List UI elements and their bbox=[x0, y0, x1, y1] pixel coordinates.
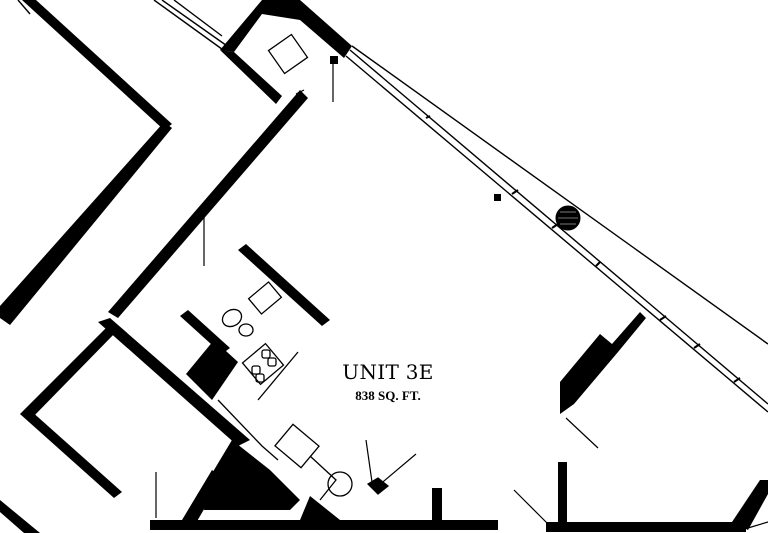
wall-upper-left-diagonal bbox=[22, 0, 172, 130]
wall-door-stub bbox=[330, 56, 338, 64]
window-long-a bbox=[345, 55, 768, 413]
mullion-2 bbox=[511, 189, 519, 195]
stove bbox=[241, 342, 285, 386]
exterior-walls bbox=[0, 0, 172, 533]
window-long-c bbox=[351, 45, 768, 345]
wall-right-bottom bbox=[546, 522, 746, 532]
wall-lower-room-left bbox=[20, 324, 118, 420]
kitchen-counter-edge bbox=[217, 399, 279, 461]
door-bottom-center bbox=[513, 489, 549, 525]
mullion-7 bbox=[733, 377, 741, 383]
washer-circle bbox=[327, 471, 353, 497]
wall-left-v-lower bbox=[0, 122, 172, 325]
mullion-6 bbox=[693, 343, 701, 349]
wall-right-post bbox=[558, 462, 567, 524]
closet-box bbox=[267, 33, 309, 75]
wall-right-corner bbox=[732, 480, 768, 530]
wall-bottom-base bbox=[150, 520, 498, 530]
door-bottom-right bbox=[747, 521, 768, 529]
window-top-left-a bbox=[153, 0, 227, 53]
wall-corridor-return bbox=[98, 318, 250, 446]
door-closet bbox=[365, 439, 373, 483]
window-top-left-c bbox=[173, 0, 223, 37]
wall-bath-block bbox=[186, 340, 238, 400]
mullion-5 bbox=[659, 315, 667, 321]
sink-bowl bbox=[238, 323, 254, 337]
wall-entry-top bbox=[220, 0, 352, 58]
window-short-left bbox=[17, 0, 31, 15]
mullions bbox=[425, 115, 741, 383]
wall-bottom-post bbox=[432, 488, 442, 524]
wall-lower-room-bottom bbox=[20, 410, 122, 498]
fridge bbox=[274, 423, 320, 469]
kitchen-counter bbox=[257, 351, 299, 401]
mullion-4 bbox=[595, 261, 601, 267]
wall-bottom-left bbox=[0, 500, 40, 533]
door-swings bbox=[155, 64, 768, 529]
stove-burner-4 bbox=[255, 373, 265, 383]
hall-walls bbox=[98, 0, 768, 532]
bath-vanity bbox=[247, 281, 283, 315]
unit-name: UNIT 3E bbox=[342, 360, 434, 384]
door-utility bbox=[377, 453, 417, 487]
fixtures bbox=[217, 33, 390, 501]
mullion-1 bbox=[425, 115, 431, 119]
wall-bedroom-stub bbox=[560, 312, 646, 414]
stove-burner-1 bbox=[261, 349, 271, 359]
unit-area: 838 SQ. FT. bbox=[355, 388, 421, 403]
stove-burner-3 bbox=[267, 357, 277, 367]
wall-bottom-core bbox=[176, 470, 222, 530]
wall-bath-inner bbox=[180, 310, 230, 354]
window-long-b bbox=[349, 49, 768, 405]
toilet bbox=[221, 308, 243, 328]
door-bedroom bbox=[565, 417, 599, 449]
mullion-3 bbox=[551, 223, 559, 229]
wall-kitchen-block bbox=[204, 440, 300, 510]
wall-entry-left bbox=[220, 50, 282, 104]
stove-burner-2 bbox=[251, 365, 261, 375]
door-hall-top bbox=[295, 89, 305, 95]
window-top-left-b bbox=[161, 0, 231, 49]
washer-dryer-box bbox=[309, 455, 337, 501]
wall-outlet bbox=[494, 194, 501, 201]
wall-corridor-long bbox=[108, 90, 308, 318]
wall-bath-top bbox=[238, 244, 330, 326]
